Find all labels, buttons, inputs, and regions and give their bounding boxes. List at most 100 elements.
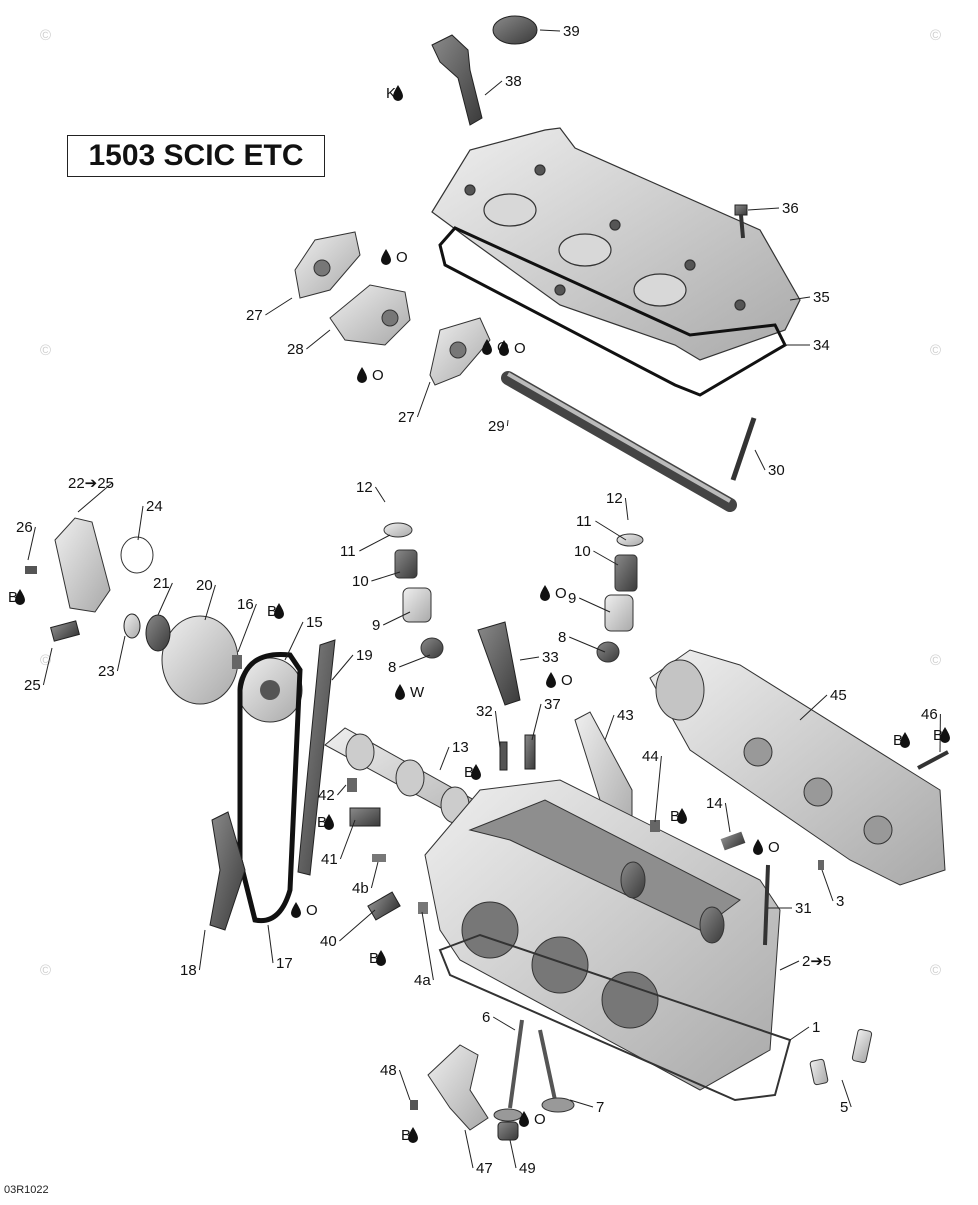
leader-line <box>375 487 385 502</box>
callout-label: 14 <box>706 795 723 812</box>
leader-line <box>265 298 292 315</box>
lube-letter: O <box>534 1111 546 1128</box>
leader-line <box>725 803 730 832</box>
leader-line <box>822 870 833 901</box>
leader-line <box>605 715 614 740</box>
gasket-14 <box>721 832 746 851</box>
lube-letter: K <box>386 85 396 102</box>
callout-label: 30 <box>768 462 785 479</box>
leader-line <box>285 622 303 660</box>
valve-spring-stack-right <box>597 534 643 662</box>
leader-line <box>465 1130 473 1168</box>
lube-letter: O <box>555 585 567 602</box>
callout-label: 19 <box>356 647 373 664</box>
leader-line <box>790 1027 809 1040</box>
plug-tube-33 <box>478 622 520 705</box>
lube-marker: B <box>893 732 910 749</box>
callout-label: 10 <box>352 573 369 590</box>
callout-label: 26 <box>16 519 33 536</box>
leader-line <box>417 382 430 417</box>
watermark-text: © <box>930 342 941 359</box>
callout-label: 15 <box>306 614 323 631</box>
callout-label: 13 <box>452 739 469 756</box>
callout-label: 38 <box>505 73 522 90</box>
watermark-text: © <box>930 962 941 979</box>
chain-guide-19 <box>298 640 335 875</box>
leader-line <box>268 925 273 963</box>
callout-label: 2➔5 <box>802 953 831 970</box>
callout-label: 16 <box>237 596 254 613</box>
callout-label: 48 <box>380 1062 397 1079</box>
leader-line <box>440 747 449 770</box>
watermark-text: © <box>40 962 51 979</box>
callout-label: 7 <box>596 1099 604 1116</box>
lube-letter: B <box>670 808 680 825</box>
screw-26 <box>25 566 37 574</box>
leader-line <box>340 820 355 859</box>
callout-label: 21 <box>153 575 170 592</box>
lube-letter: O <box>514 340 526 357</box>
leader-line <box>339 910 375 941</box>
lube-marker: O <box>499 340 526 357</box>
callout-label: 34 <box>813 337 830 354</box>
leader-line <box>510 1140 516 1168</box>
lube-letter: B <box>933 727 943 744</box>
leader-line <box>593 551 618 565</box>
diagram-reference: 03R1022 <box>4 1184 49 1196</box>
bolt-30 <box>733 418 754 480</box>
lube-letter: B <box>317 814 327 831</box>
callout-label: 22➔25 <box>68 475 114 492</box>
rocker-arm-27-lower <box>430 318 490 385</box>
lube-marker: O <box>291 902 318 919</box>
lube-marker: B <box>933 727 950 744</box>
lube-letter: O <box>561 672 573 689</box>
lube-marker: B <box>317 814 334 831</box>
callout-label: 35 <box>813 289 830 306</box>
o-ring-23 <box>124 614 140 638</box>
watermark-text: © <box>930 652 941 669</box>
plug-cap-39 <box>493 16 537 44</box>
valve-7 <box>540 1030 555 1100</box>
callout-label: 4b <box>352 880 369 897</box>
oil-drop-icon <box>546 672 556 688</box>
leader-line <box>569 637 605 652</box>
leader-line <box>399 655 430 667</box>
bushing-49 <box>498 1122 518 1140</box>
lube-marker: K <box>386 85 403 102</box>
oil-drop-icon <box>357 367 367 383</box>
lube-letter: O <box>306 902 318 919</box>
lube-letter: B <box>267 603 277 620</box>
leader-line <box>399 1070 410 1100</box>
leader-line <box>495 711 500 748</box>
leader-line <box>748 208 779 210</box>
lube-marker: B <box>8 589 25 606</box>
leader-line <box>306 330 330 349</box>
callout-label: 25 <box>24 677 41 694</box>
lube-marker: B <box>369 950 386 967</box>
callout-label: 27 <box>398 409 415 426</box>
leader-line <box>655 756 661 822</box>
oil-drop-icon <box>753 839 763 855</box>
callout-label: 33 <box>542 649 559 666</box>
leader-line <box>485 81 502 95</box>
watermark-text: © <box>40 342 51 359</box>
sensor-40 <box>368 892 400 920</box>
plug-4b <box>372 854 386 862</box>
o-ring-24 <box>121 537 153 573</box>
valve-spring-stack-left <box>384 523 443 658</box>
leader-line <box>117 636 125 671</box>
leader-line <box>780 961 799 970</box>
leader-line <box>332 655 353 680</box>
callout-label: 44 <box>642 748 659 765</box>
bracket-47 <box>428 1045 488 1130</box>
oil-drop-icon <box>381 249 391 265</box>
callout-label: 6 <box>482 1009 490 1026</box>
lube-marker: O <box>381 249 408 266</box>
leader-line <box>520 657 539 660</box>
lube-letter: B <box>893 732 903 749</box>
leader-line <box>422 912 433 980</box>
callout-label: 9 <box>372 617 380 634</box>
callout-label: 42 <box>318 787 335 804</box>
lube-marker: O <box>519 1111 546 1128</box>
